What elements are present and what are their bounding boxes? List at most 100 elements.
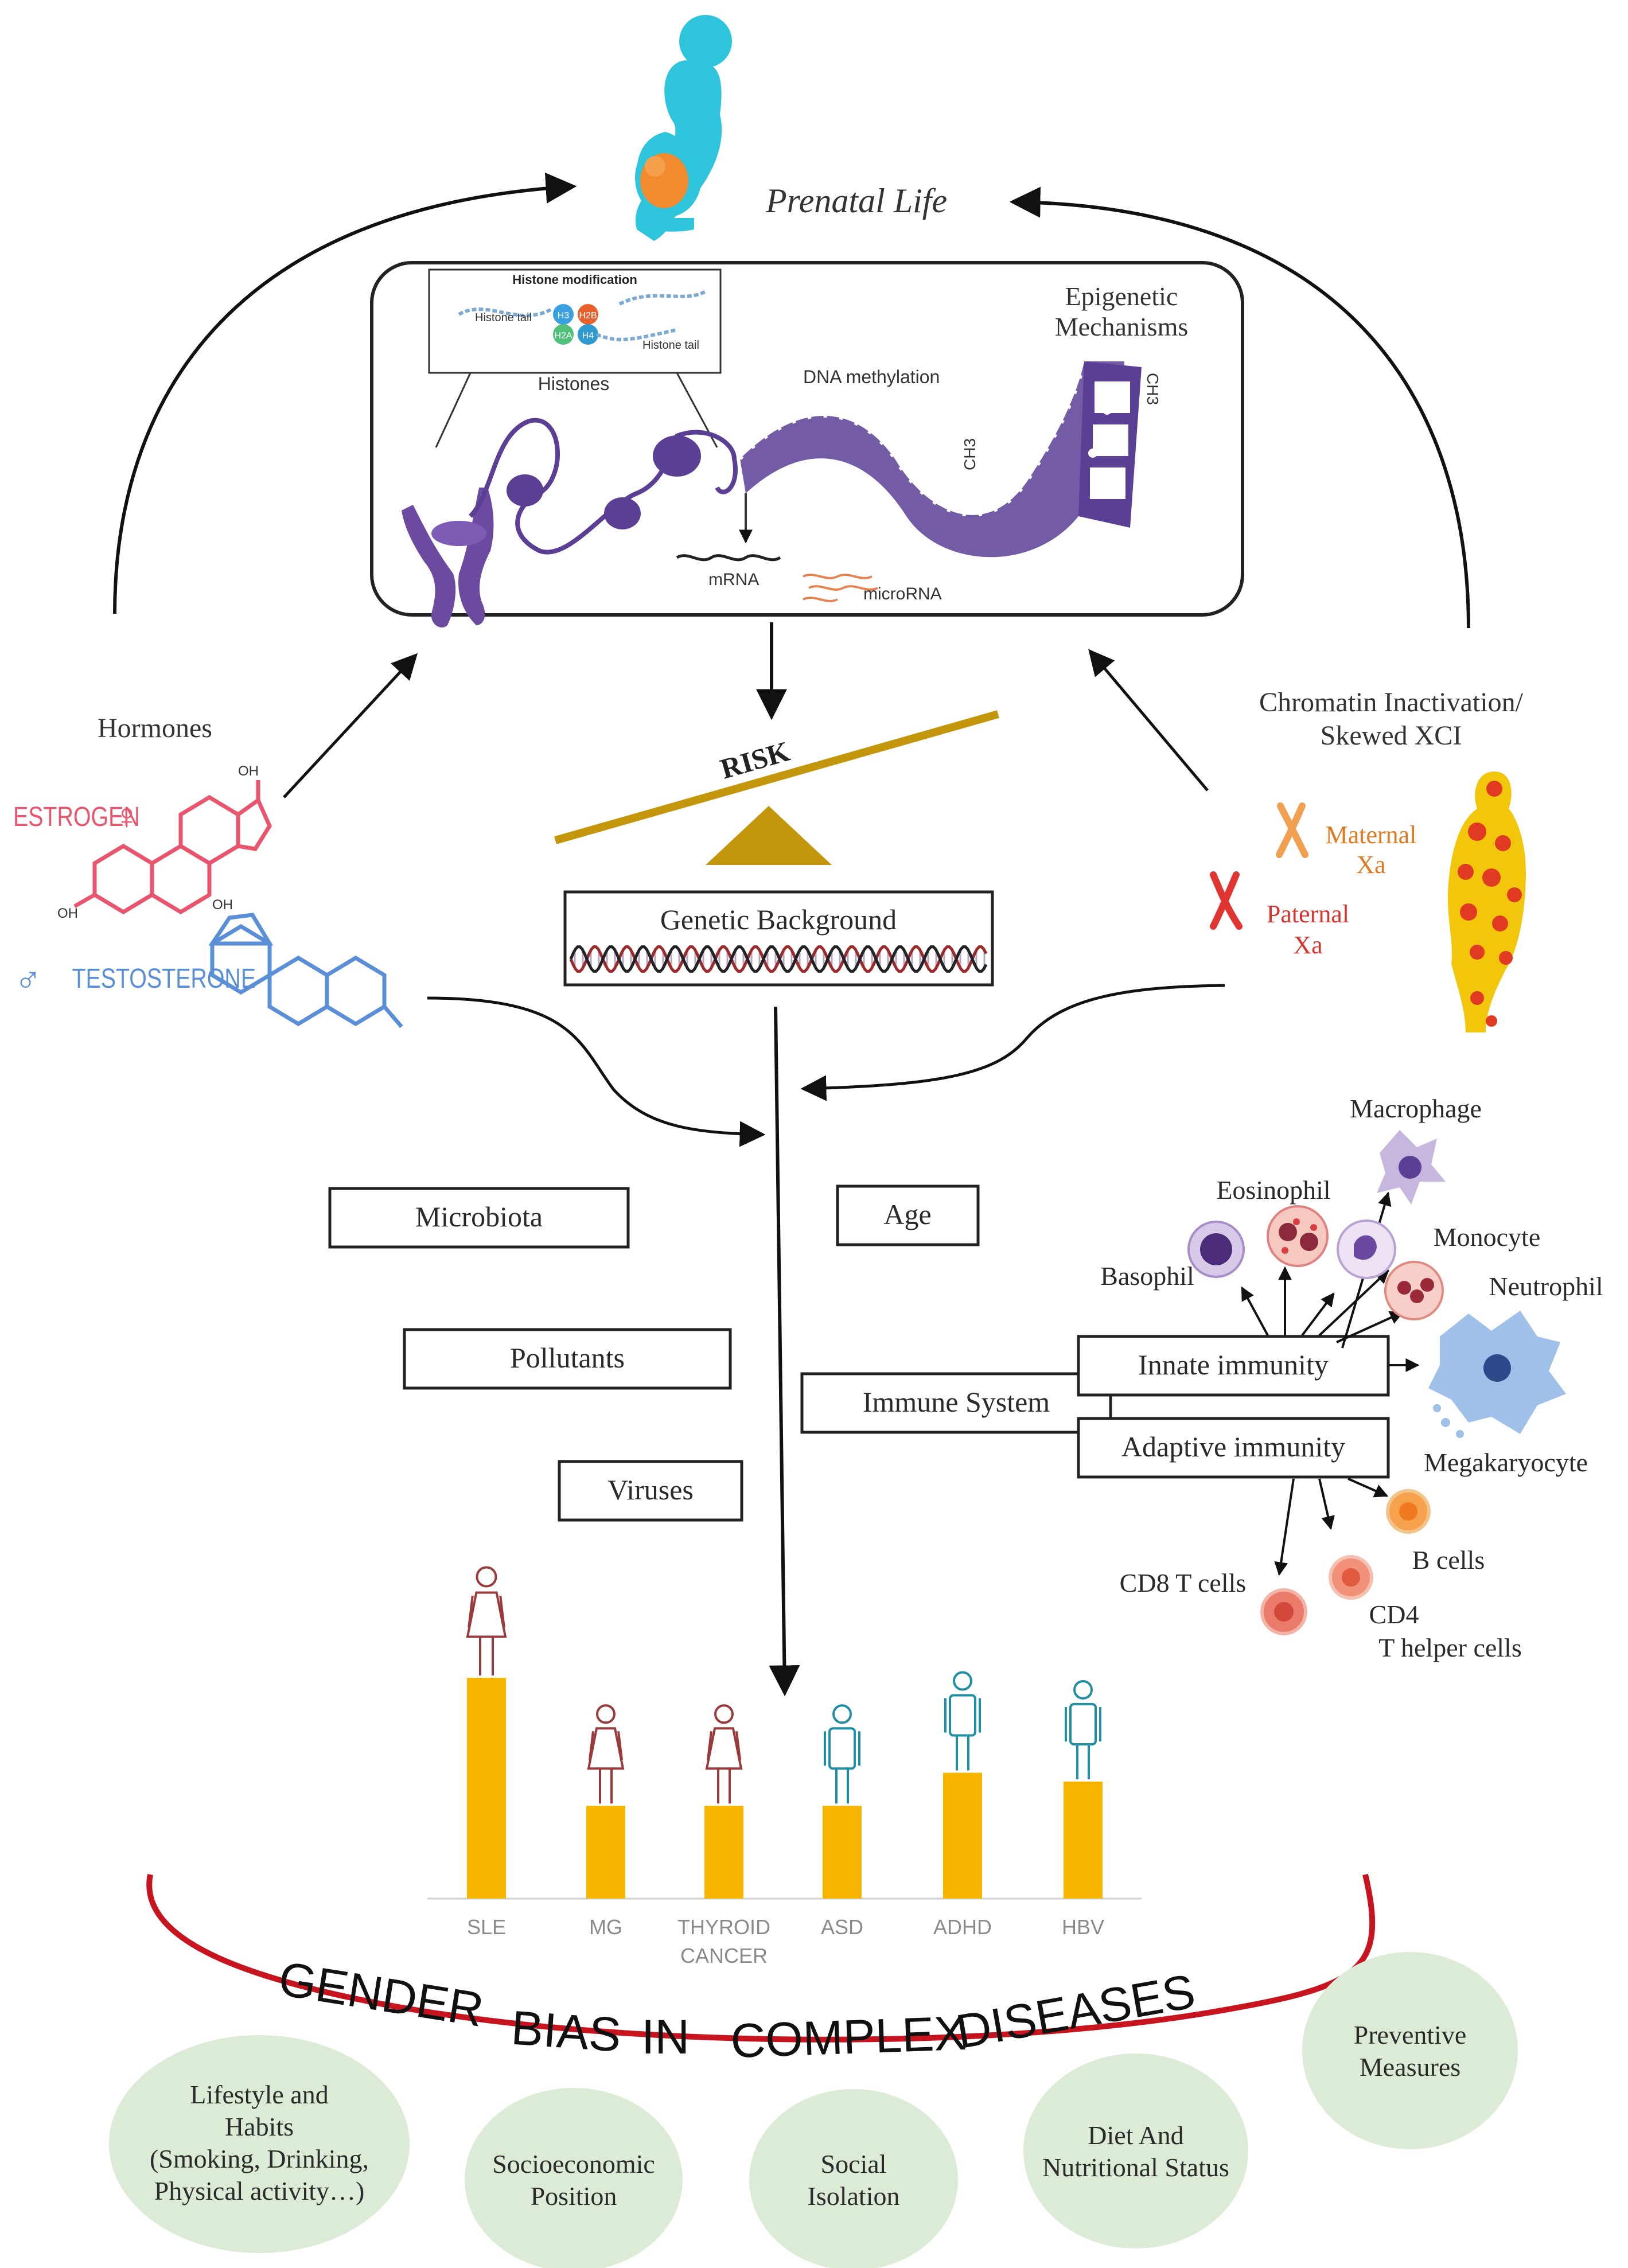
- bubble-text: Isolation: [808, 2181, 900, 2211]
- histones-label: Histones: [538, 373, 610, 394]
- megakaryocyte-icon: [1428, 1311, 1566, 1438]
- bubble-text: Measures: [1360, 2052, 1460, 2082]
- age-box: [836, 1184, 980, 1246]
- bar-hbv: [1064, 1781, 1103, 1899]
- pollutants-box: [403, 1328, 732, 1390]
- nucleosome-3: [653, 435, 701, 477]
- chromatin-title-line2: Skewed XCI: [1321, 720, 1462, 751]
- female-symbol: ♀: [113, 796, 141, 837]
- eosinophil-label: Eosinophil: [1216, 1175, 1330, 1205]
- megakaryocyte-label: Megakaryocyte: [1424, 1448, 1588, 1477]
- maternal-label-line2: Xa: [1356, 851, 1385, 879]
- dna-methylation-label: DNA methylation: [803, 367, 940, 387]
- genetic-background-label: Genetic Background: [660, 903, 897, 936]
- bubble-text: Lifestyle and: [190, 2080, 328, 2109]
- maternal-label-line1: Maternal: [1326, 821, 1417, 849]
- testosterone-molecule-icon: [208, 913, 403, 1028]
- cd4-label-line1: CD4: [1369, 1600, 1419, 1629]
- male-symbol: ♂: [14, 959, 42, 1000]
- risk-fulcrum: [706, 806, 832, 865]
- chromosome-icon: [402, 488, 494, 628]
- mrna-wave: [676, 554, 781, 562]
- tick-label: THYROID: [677, 1915, 770, 1939]
- hormones-title: Hormones: [98, 713, 212, 743]
- ch3-label-a: CH3: [961, 438, 979, 470]
- right-loop-arrow: [1009, 186, 1470, 629]
- bar-adhd: [943, 1772, 982, 1899]
- cd8-label: CD8 T cells: [1120, 1568, 1247, 1597]
- estrogen-oh-top-label: OH: [238, 763, 259, 779]
- dna-strand-a: [569, 945, 988, 973]
- age-label: Age: [883, 1198, 931, 1230]
- macrophage-icon: [1377, 1130, 1446, 1205]
- chromatin-title-line1: Chromatin Inactivation/: [1259, 687, 1524, 718]
- viruses-box: [558, 1460, 743, 1522]
- dna-strand-b: [569, 945, 988, 973]
- bubble-text: Habits: [225, 2112, 294, 2141]
- male-figure-icon: [824, 1704, 860, 1804]
- bubble-text: Position: [531, 2181, 617, 2211]
- bubble-text: Diet And: [1088, 2121, 1183, 2150]
- neutrophil-icon: [1384, 1261, 1444, 1320]
- basophil-icon: [1187, 1221, 1245, 1278]
- monocyte-icon: [1337, 1219, 1396, 1279]
- bar-sle: [467, 1678, 506, 1899]
- banner-word: GENDER: [275, 1951, 488, 2037]
- svg-text:H3: H3: [558, 311, 570, 321]
- tick-label: HBV: [1062, 1915, 1104, 1939]
- dna-ribbon-icon: [738, 361, 1142, 558]
- pregnant-woman-icon: [635, 15, 732, 241]
- female-mosaic-figure-icon: [1447, 771, 1526, 1032]
- tick-label: ADHD: [933, 1915, 992, 1939]
- central-arrow: [769, 1006, 800, 1697]
- epigenetic-panel: [370, 261, 1244, 617]
- adaptive-immunity-box: [1077, 1417, 1390, 1479]
- nucleosome-2: [604, 497, 641, 529]
- hormones-to-center-arrow: [427, 996, 766, 1147]
- svg-text:Histone modification: Histone modification: [512, 272, 637, 287]
- macrophage-label: Macrophage: [1350, 1094, 1482, 1123]
- svg-text:H2B: H2B: [579, 311, 597, 321]
- svg-text:Histone tail: Histone tail: [642, 339, 699, 352]
- b-cell-icon: [1386, 1489, 1431, 1534]
- estrogen-molecule-icon: [73, 780, 272, 915]
- banner-word: BIAS: [509, 2001, 623, 2062]
- genetic-background-box: [563, 890, 994, 987]
- bubble-text: Nutritional Status: [1042, 2153, 1229, 2182]
- female-figure-icon: [587, 1704, 625, 1804]
- prenatal-life-label: Prenatal Life: [765, 182, 947, 220]
- microbiota-label: Microbiota: [415, 1201, 543, 1233]
- risk-beam: [554, 710, 999, 844]
- adaptive-immunity-label: Adaptive immunity: [1121, 1431, 1345, 1463]
- basophil-label: Basophil: [1100, 1261, 1194, 1291]
- bubble-text: Social: [821, 2149, 887, 2179]
- epigenetic-title-line2: Mechanisms: [1055, 312, 1189, 341]
- tick-label: MG: [589, 1915, 622, 1939]
- b-cells-label: B cells: [1412, 1545, 1485, 1575]
- bar-asd: [823, 1806, 862, 1899]
- estrogen-label: ESTROGEN: [13, 801, 140, 832]
- monocyte-label: Monocyte: [1434, 1222, 1541, 1252]
- left-loop-arrow: [113, 172, 577, 614]
- svg-text:H4: H4: [582, 331, 594, 341]
- female-figure-icon: [466, 1566, 507, 1675]
- immune-system-box: [800, 1372, 1112, 1434]
- microrna-label: microRNA: [863, 584, 942, 603]
- bar-thyroid-cancer: [704, 1806, 743, 1899]
- tick-label: SLE: [467, 1915, 506, 1939]
- dna-double-helix-icon: [569, 945, 988, 973]
- pollutants-label: Pollutants: [510, 1342, 625, 1374]
- innate-immunity-label: Innate immunity: [1138, 1349, 1329, 1381]
- male-figure-icon: [1065, 1679, 1101, 1779]
- paternal-label-line2: Xa: [1293, 931, 1322, 959]
- banner-word: IN: [641, 2010, 690, 2064]
- immune-system-label: Immune System: [863, 1386, 1050, 1418]
- red-banner-arc: [146, 1873, 1376, 2043]
